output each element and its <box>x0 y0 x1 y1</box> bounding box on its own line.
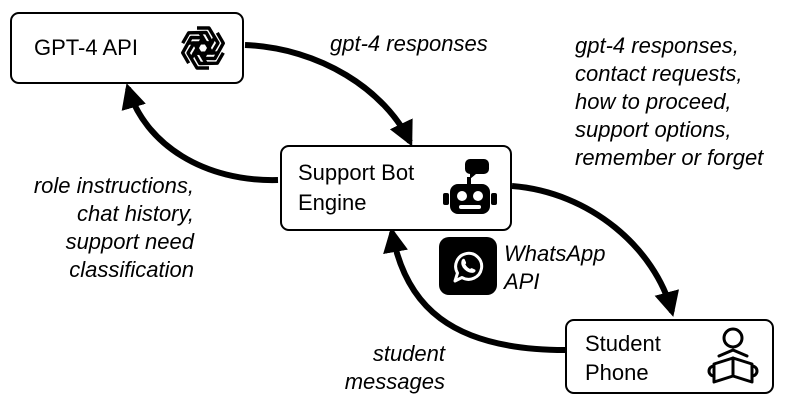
support-bot-engine-node: Support Bot Engine <box>280 145 512 231</box>
arrow-gpt4-to-engine <box>244 42 413 147</box>
support-bot-engine-label-line1: Support Bot <box>298 160 415 185</box>
arrow-phone-to-engine <box>383 227 566 353</box>
whatsapp-logo-icon <box>439 237 497 295</box>
student-phone-label-line2: Phone <box>585 360 649 385</box>
label-gpt4-responses: gpt-4 responses <box>330 30 488 58</box>
gpt4-api-label: GPT-4 API <box>34 35 138 60</box>
openai-logo-icon <box>180 26 226 70</box>
arrow-engine-to-gpt4 <box>121 83 279 184</box>
robot-icon <box>443 159 497 214</box>
label-line: support options, <box>575 117 732 142</box>
label-line: how to proceed, <box>575 89 732 114</box>
label-whatsapp-api: WhatsApp API <box>504 240 606 296</box>
student-phone-label-line1: Student <box>585 331 661 356</box>
label-line: role instructions, <box>33 173 194 198</box>
student-reading-icon <box>707 327 759 384</box>
label-engine-to-gpt4: role instructions, chat history, support… <box>34 172 194 284</box>
label-line: student <box>372 341 445 366</box>
label-line: WhatsApp <box>504 241 606 266</box>
label-student-messages: student messages <box>345 340 445 396</box>
label-line: contact requests, <box>575 61 743 86</box>
label-line: remember or forget <box>575 145 764 170</box>
label-line: chat history, <box>77 201 194 226</box>
student-phone-node: Student Phone <box>565 319 774 394</box>
gpt4-api-node: GPT-4 API <box>10 12 244 84</box>
label-line: support need <box>65 229 194 254</box>
label-line: gpt-4 responses, <box>575 33 739 58</box>
label-line: messages <box>344 369 445 394</box>
label-gpt4-responses-text: gpt-4 responses <box>330 31 488 56</box>
support-bot-engine-label-line2: Engine <box>298 190 367 215</box>
label-line: classification <box>69 257 194 282</box>
arrow-engine-to-phone <box>511 183 679 317</box>
label-engine-to-phone: gpt-4 responses, contact requests, how t… <box>575 32 763 172</box>
label-line: API <box>504 269 540 294</box>
